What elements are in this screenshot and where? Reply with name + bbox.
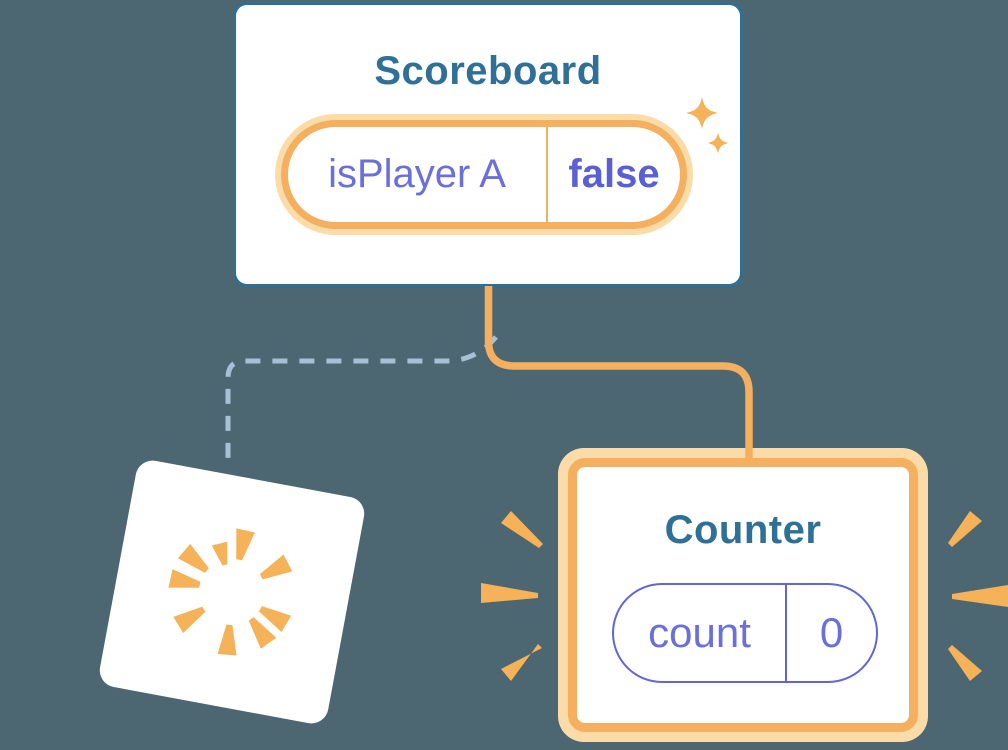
counter-card: Counter count 0 [558,448,928,742]
state-name: count [648,609,751,656]
counter-title: Counter [664,508,822,552]
state-name: isPlayer A [328,152,506,196]
dashed-connector [225,335,498,461]
state-value: 0 [819,609,844,656]
solid-connector [484,286,753,464]
scoreboard-state-pill-inner: isPlayer A false [281,120,687,229]
pill-divider [785,585,787,681]
poofed-card [96,457,368,727]
burst-icon-right [948,511,1008,681]
scoreboard-card: Scoreboard isPlayer A false [233,2,743,287]
state-value: false [568,152,660,196]
burst-icon-left [481,511,543,681]
scoreboard-title: Scoreboard [374,49,602,93]
pill-divider [546,127,548,222]
scoreboard-state-pill: isPlayer A false [275,114,693,235]
poof-burst-icon [168,528,293,656]
counter-state-pill: count 0 [612,583,878,683]
